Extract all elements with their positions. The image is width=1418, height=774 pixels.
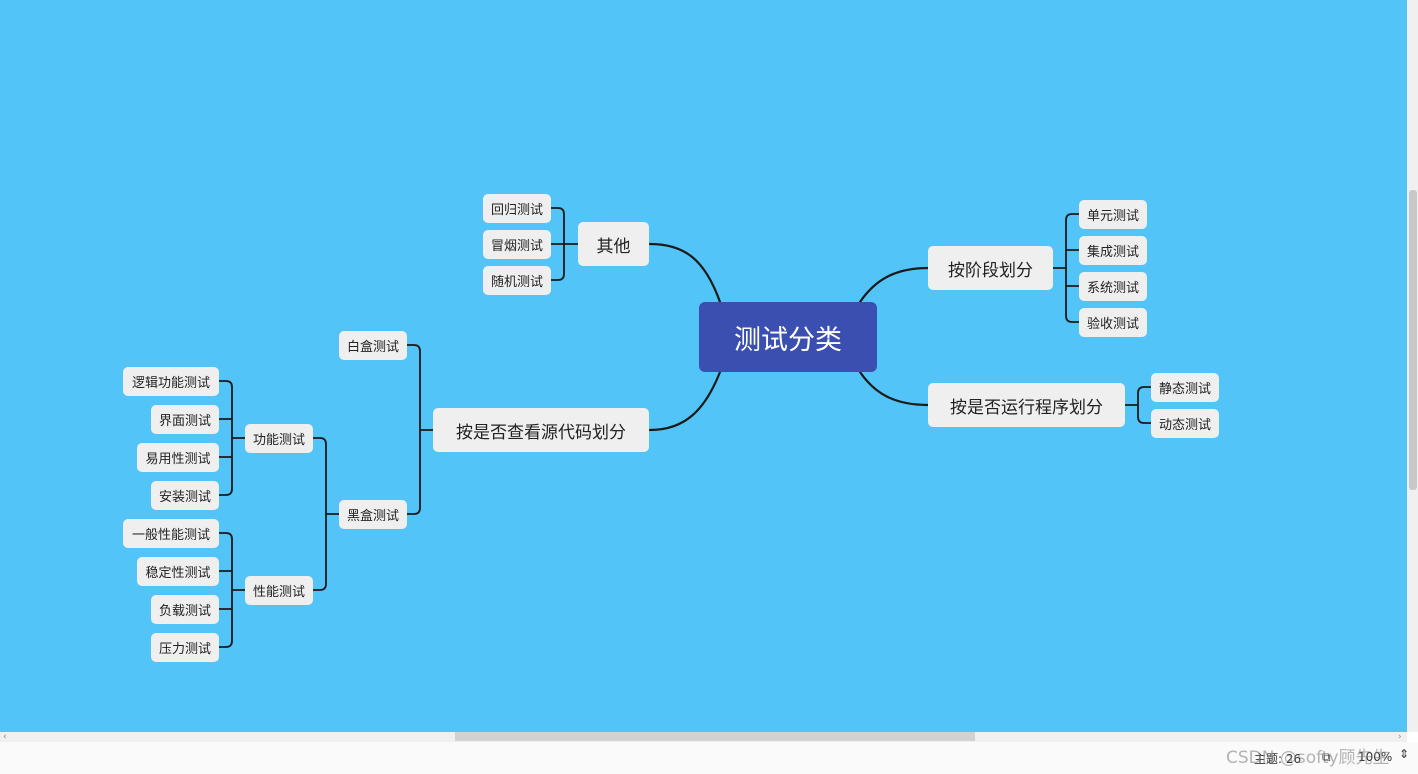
node-general-performance-test[interactable]: 一般性能测试 <box>123 519 219 548</box>
link-qita-children <box>551 207 578 281</box>
link-root-stage <box>858 266 930 304</box>
link-perf-children <box>219 532 245 648</box>
node-regression-test[interactable]: 回归测试 <box>483 194 551 223</box>
link-root-source <box>648 370 722 432</box>
connector-lines <box>219 207 1151 648</box>
node-acceptance-test[interactable]: 验收测试 <box>1079 308 1147 337</box>
zoom-level[interactable]: 100% <box>1358 750 1393 764</box>
zoom-stepper-icon[interactable]: ⇕ <box>1399 747 1410 761</box>
node-integration-test[interactable]: 集成测试 <box>1079 236 1147 265</box>
node-performance-test[interactable]: 性能测试 <box>245 576 313 605</box>
link-root-qita <box>648 242 722 304</box>
vertical-scrollbar-thumb[interactable] <box>1409 190 1417 490</box>
node-smoke-test[interactable]: 冒烟测试 <box>483 230 551 259</box>
node-static-test[interactable]: 静态测试 <box>1151 373 1219 402</box>
link-source-children <box>407 344 433 515</box>
link-blackbox-children <box>313 437 339 591</box>
scroll-left-arrow-icon[interactable]: ‹ <box>3 732 7 742</box>
branch-stage[interactable]: 按阶段划分 <box>928 246 1053 290</box>
link-stage-children <box>1053 213 1079 323</box>
link-run-children <box>1125 386 1151 424</box>
branch-run-program[interactable]: 按是否运行程序划分 <box>928 383 1125 427</box>
node-installation-test[interactable]: 安装测试 <box>151 481 219 510</box>
node-load-test[interactable]: 负载测试 <box>151 595 219 624</box>
watermark: CSDN @softy顾先生 <box>1226 748 1390 768</box>
node-stability-test[interactable]: 稳定性测试 <box>137 557 219 586</box>
node-usability-test[interactable]: 易用性测试 <box>137 443 219 472</box>
node-logic-function-test[interactable]: 逻辑功能测试 <box>123 367 219 396</box>
node-unit-test[interactable]: 单元测试 <box>1079 200 1147 229</box>
link-func-children <box>219 380 245 496</box>
node-dynamic-test[interactable]: 动态测试 <box>1151 409 1219 438</box>
branch-qita[interactable]: 其他 <box>578 222 649 266</box>
node-stress-test[interactable]: 压力测试 <box>151 633 219 662</box>
root-node[interactable]: 测试分类 <box>699 302 877 372</box>
scroll-right-arrow-icon[interactable]: › <box>1398 732 1402 742</box>
node-functional-test[interactable]: 功能测试 <box>245 424 313 453</box>
horizontal-scrollbar-thumb[interactable] <box>455 732 975 741</box>
branch-source-code[interactable]: 按是否查看源代码划分 <box>433 408 649 452</box>
fit-view-icon[interactable]: ⧉ <box>1322 750 1331 764</box>
topic-count: 26 <box>1285 752 1302 766</box>
node-whitebox-test[interactable]: 白盒测试 <box>339 331 407 360</box>
topic-label: 主题 <box>1254 752 1279 766</box>
status-bar <box>0 742 1418 774</box>
link-root-run <box>858 370 930 407</box>
node-random-test[interactable]: 随机测试 <box>483 266 551 295</box>
node-blackbox-test[interactable]: 黑盒测试 <box>339 500 407 529</box>
mindmap-canvas[interactable]: 测试分类 其他 按是否查看源代码划分 按阶段划分 按是否运行程序划分 回归测试 … <box>0 0 1407 732</box>
node-interface-test[interactable]: 界面测试 <box>151 405 219 434</box>
topic-count-label: 主题: 26 <box>1254 752 1302 766</box>
node-system-test[interactable]: 系统测试 <box>1079 272 1147 301</box>
